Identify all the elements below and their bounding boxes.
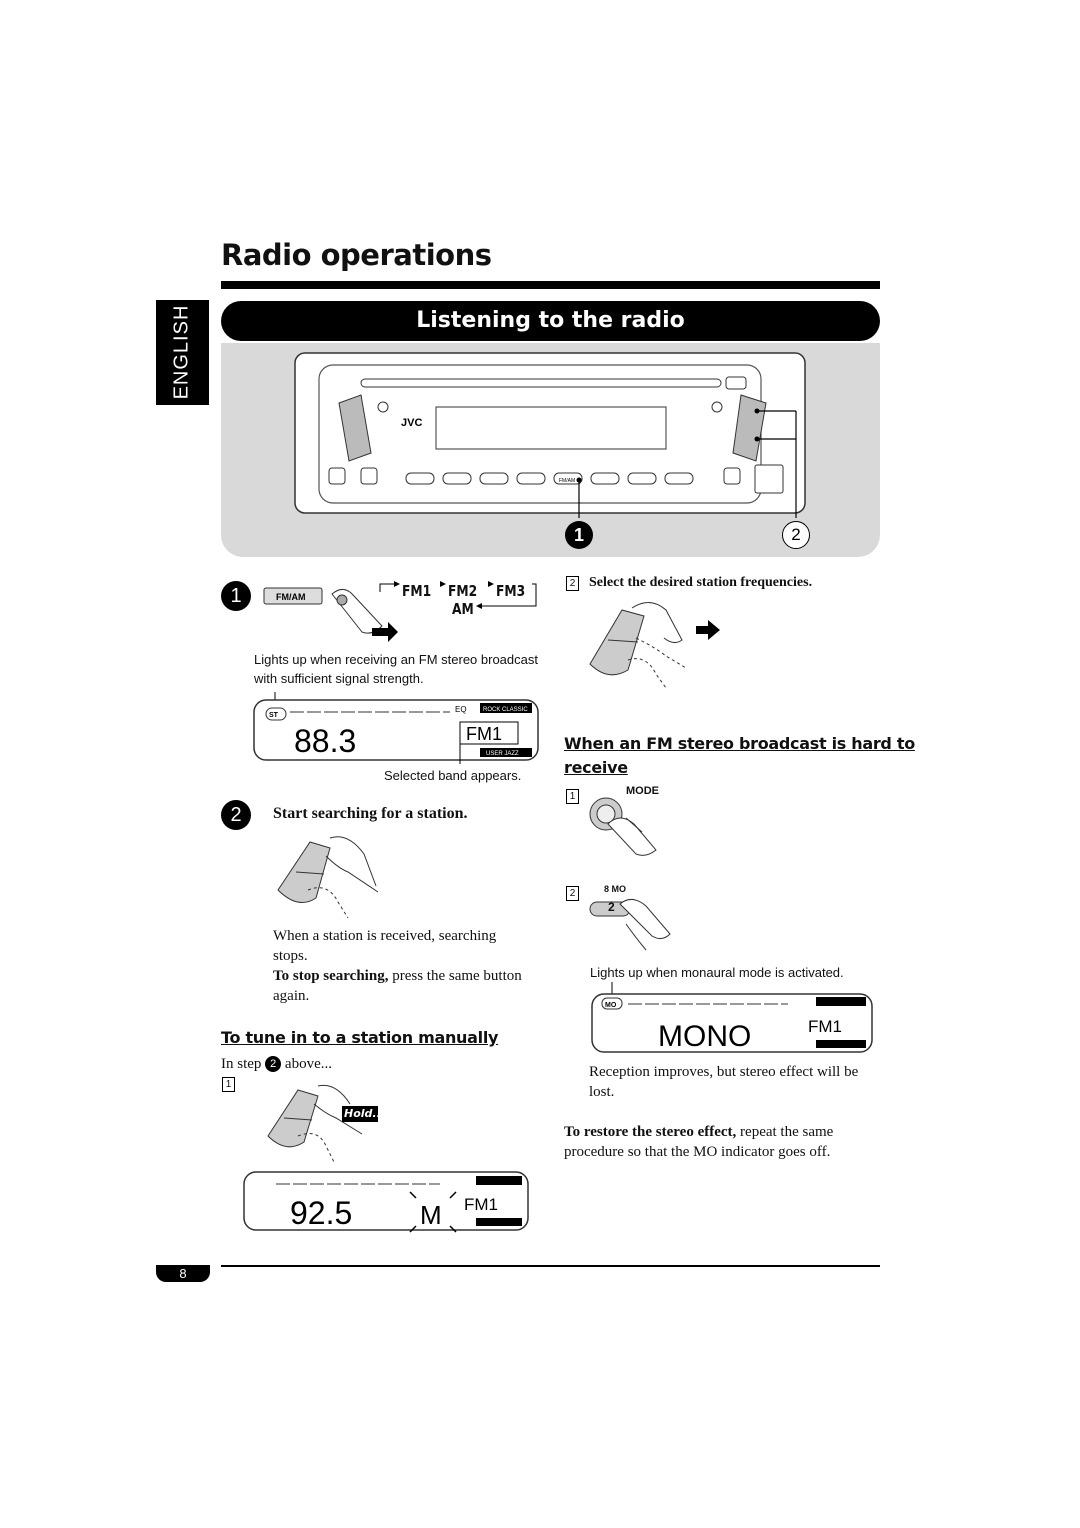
st-indicator-caption: Lights up when receiving an FM stereo br… bbox=[254, 652, 538, 686]
step-1-number: 1 bbox=[221, 581, 251, 611]
stereo-result-text: Reception improves, but stereo effect wi… bbox=[589, 1064, 859, 1100]
mode-label: MODE bbox=[626, 785, 659, 797]
page-number: 8 bbox=[156, 1265, 210, 1282]
preset-bottom: USER JAZZ bbox=[486, 751, 519, 757]
manual-display-memory: M bbox=[420, 1200, 442, 1230]
stereo-substep-2: 2 bbox=[566, 886, 579, 901]
car-stereo-front-panel: JVC FM/AM bbox=[294, 352, 806, 518]
band-fm2: FM2 bbox=[448, 582, 478, 600]
mo-key-press-icon bbox=[589, 899, 671, 951]
fmam-key-label: FM/AM bbox=[559, 478, 575, 484]
seek-button-press-icon bbox=[277, 836, 379, 919]
fmam-button-label: FM/AM bbox=[276, 592, 306, 602]
hold-label: Hold.... bbox=[344, 1107, 390, 1120]
mode-button-press-icon bbox=[589, 797, 657, 856]
manual-substep-2-text: Select the desired station frequencies. bbox=[589, 575, 813, 590]
manual-display-frequency: 92.5 bbox=[290, 1195, 352, 1231]
display-band: FM1 bbox=[466, 724, 502, 744]
mono-display-band: FM1 bbox=[808, 1017, 842, 1036]
display-frequency: 88.3 bbox=[294, 723, 356, 759]
footer-rule bbox=[221, 1265, 880, 1267]
step-2-number: 2 bbox=[221, 800, 251, 830]
manual-tuning-heading: To tune in to a station manually bbox=[221, 1028, 499, 1047]
in-step-pre: In step bbox=[221, 1056, 266, 1072]
st-indicator: ST bbox=[269, 712, 279, 719]
restore-note-bold: To restore the stereo effect, bbox=[564, 1124, 737, 1140]
in-step-number: 2 bbox=[265, 1056, 282, 1072]
stereo-substep-1: 1 bbox=[566, 789, 579, 804]
section-banner bbox=[221, 301, 880, 341]
step-2-text: When a station is received, searching st… bbox=[273, 928, 497, 964]
manual-substep-2: 2 bbox=[566, 576, 579, 591]
stop-note-rest: press the same button again. bbox=[273, 968, 522, 1004]
brand-logo: JVC bbox=[401, 417, 422, 429]
mo-key-number: 2 bbox=[608, 900, 615, 914]
step-2-stop-note: To stop searching, press the same button… bbox=[273, 966, 533, 1006]
section-banner-title: Listening to the radio bbox=[416, 308, 685, 333]
preset-top: ROCK CLASSIC bbox=[483, 707, 528, 713]
seek-button-repeat-icon bbox=[589, 602, 720, 689]
in-step-post: above... bbox=[281, 1056, 332, 1072]
stereo-heading-line2: receive bbox=[564, 758, 628, 777]
title-rule bbox=[221, 281, 880, 289]
language-tab bbox=[156, 300, 209, 405]
mo-indicator-caption: Lights up when monaural mode is activate… bbox=[590, 965, 844, 980]
band-caption: Selected band appears. bbox=[384, 768, 522, 783]
mono-display-text: MONO bbox=[658, 1020, 751, 1053]
stop-note-bold: To stop searching, bbox=[273, 968, 389, 984]
mo-key-label: 8 MO bbox=[604, 884, 627, 894]
eq-indicator: EQ bbox=[455, 705, 467, 714]
manual-display-band: FM1 bbox=[464, 1195, 498, 1214]
restore-note-rest: repeat the same procedure so that the MO… bbox=[564, 1124, 834, 1160]
band-fm3: FM3 bbox=[496, 582, 526, 600]
manual-substep-1: 1 bbox=[222, 1077, 235, 1092]
mo-indicator: MO bbox=[605, 1002, 617, 1009]
fmam-button-illustration: FM/AM bbox=[263, 581, 537, 642]
callout-1: 1 bbox=[565, 521, 593, 549]
band-fm1: FM1 bbox=[402, 582, 432, 600]
step-2-heading: Start searching for a station. bbox=[273, 805, 468, 822]
seek-button-hold-icon bbox=[267, 1084, 378, 1163]
callout-2: 2 bbox=[782, 521, 810, 549]
fm-display-88-3: ST EQ ROCK CLASSIC 88.3 FM1 USER JAZZ bbox=[253, 692, 539, 764]
stereo-heading-line1: When an FM stereo broadcast is hard to bbox=[564, 734, 915, 753]
band-am: AM bbox=[452, 600, 474, 618]
language-tab-label: ENGLISH bbox=[170, 304, 193, 400]
fm-display-92-5: 92.5 M FM1 bbox=[243, 1171, 529, 1233]
page-title: Radio operations bbox=[221, 238, 492, 272]
manual-in-step: In step 2 above... bbox=[221, 1054, 332, 1074]
restore-stereo-note: To restore the stereo effect, repeat the… bbox=[564, 1122, 880, 1162]
mono-display: MO MONO FM1 bbox=[591, 982, 873, 1053]
